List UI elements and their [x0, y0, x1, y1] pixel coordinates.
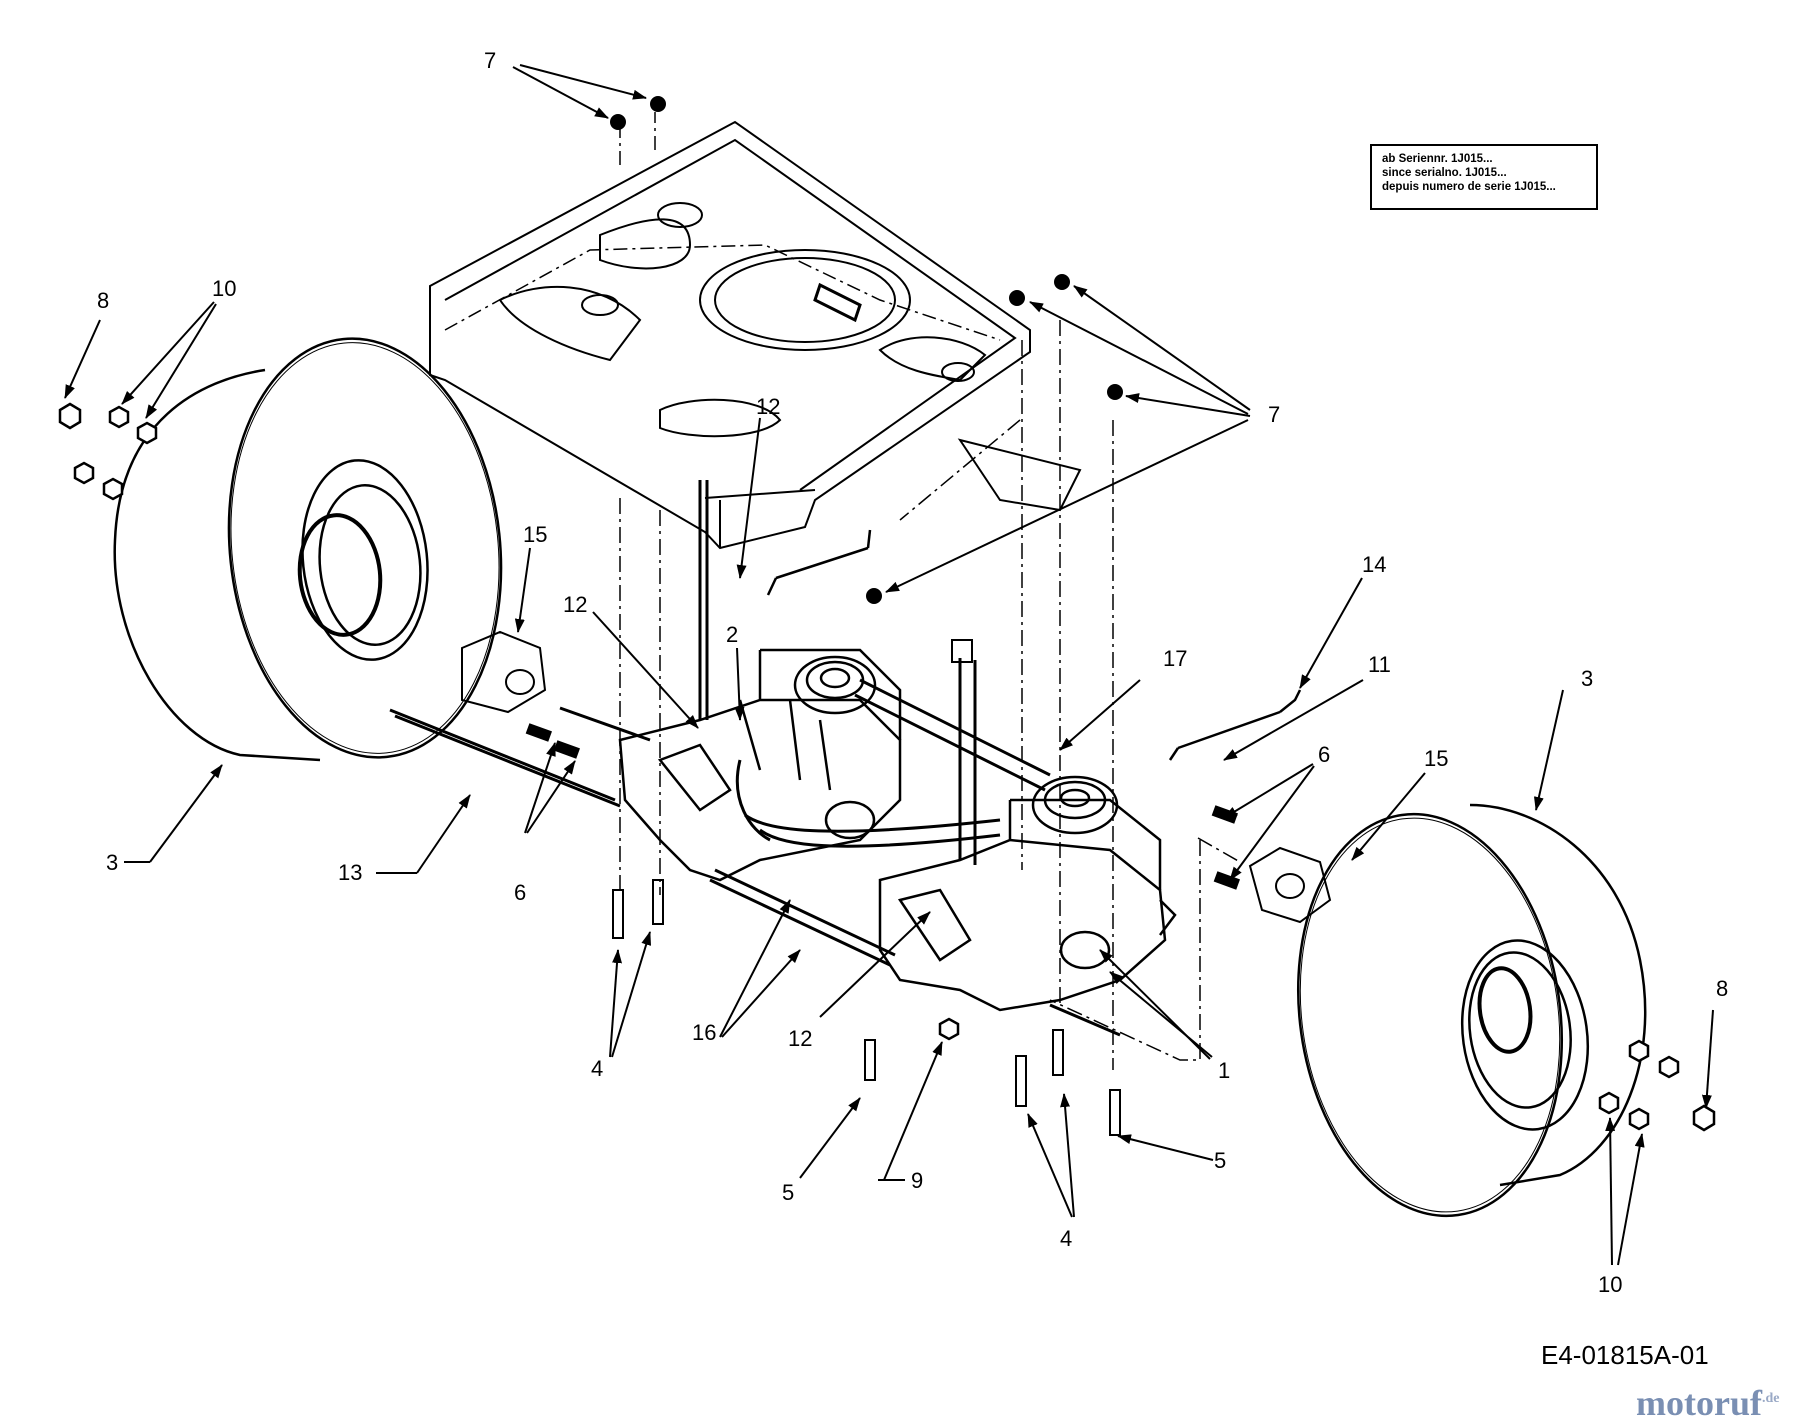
callout-12-bottom: 12 — [788, 1026, 812, 1051]
right-wheel — [1296, 803, 1647, 1218]
callout-14: 14 — [1362, 552, 1386, 577]
brand-logo: motoruf.de — [1636, 1382, 1779, 1424]
left-wheel — [113, 337, 503, 762]
frame-caps — [610, 96, 1123, 604]
callout-5-left: 5 — [782, 1180, 794, 1205]
callout-9: 9 — [911, 1168, 923, 1193]
axle-rods — [389, 480, 1121, 1037]
callout-8-right: 8 — [1716, 976, 1728, 1001]
callout-7-right: 7 — [1268, 402, 1280, 427]
brand-name: motoruf — [1636, 1383, 1762, 1423]
callout-3-left: 3 — [106, 850, 118, 875]
brand-tld: .de — [1761, 1391, 1780, 1406]
callout-17: 17 — [1163, 646, 1187, 671]
callout-labels: 7 7 8 8 10 10 12 12 12 2 15 15 17 14 11 … — [97, 48, 1728, 1297]
callout-10-left: 10 — [212, 276, 236, 301]
callout-10-right: 10 — [1598, 1272, 1622, 1297]
leader-tails — [124, 861, 905, 1181]
callout-2: 2 — [726, 622, 738, 647]
left-hub — [461, 630, 547, 714]
serial-note: ab Seriennr. 1J015... since serialno. 1J… — [1370, 144, 1598, 210]
callout-12-top: 12 — [756, 394, 780, 419]
callout-16: 16 — [692, 1020, 716, 1045]
right-hub — [1248, 846, 1332, 924]
callout-6-right: 6 — [1318, 742, 1330, 767]
wheel-studs — [525, 723, 1240, 890]
callout-11: 11 — [1368, 652, 1391, 677]
linkage-rods — [766, 529, 1302, 761]
callout-15-right: 15 — [1424, 746, 1448, 771]
serial-note-fr: depuis numero de serie 1J015... — [1382, 181, 1556, 193]
right-transaxle — [878, 775, 1177, 1012]
callout-13: 13 — [338, 860, 362, 885]
callout-8-left: 8 — [97, 288, 109, 313]
callout-6-left: 6 — [514, 880, 526, 905]
frame-plate — [429, 120, 1082, 550]
serial-note-en: since serialno. 1J015... — [1382, 167, 1507, 179]
drawing-number: E4-01815A-01 — [1541, 1340, 1709, 1370]
callout-5-right: 5 — [1214, 1148, 1226, 1173]
callout-4-left: 4 — [591, 1056, 603, 1081]
callout-3-right: 3 — [1581, 666, 1593, 691]
serial-note-de: ab Seriennr. 1J015... — [1382, 153, 1493, 165]
drive-belt — [735, 678, 1051, 848]
callout-12-mid: 12 — [563, 592, 587, 617]
callout-1: 1 — [1218, 1058, 1230, 1083]
callout-7-top: 7 — [484, 48, 496, 73]
callout-15-left: 15 — [523, 522, 547, 547]
nuts — [58, 402, 1716, 1132]
leader-arrows — [64, 64, 1714, 1266]
callout-4-right: 4 — [1060, 1226, 1072, 1251]
bolts — [612, 639, 1121, 1136]
assembly-lines — [619, 320, 1241, 1070]
